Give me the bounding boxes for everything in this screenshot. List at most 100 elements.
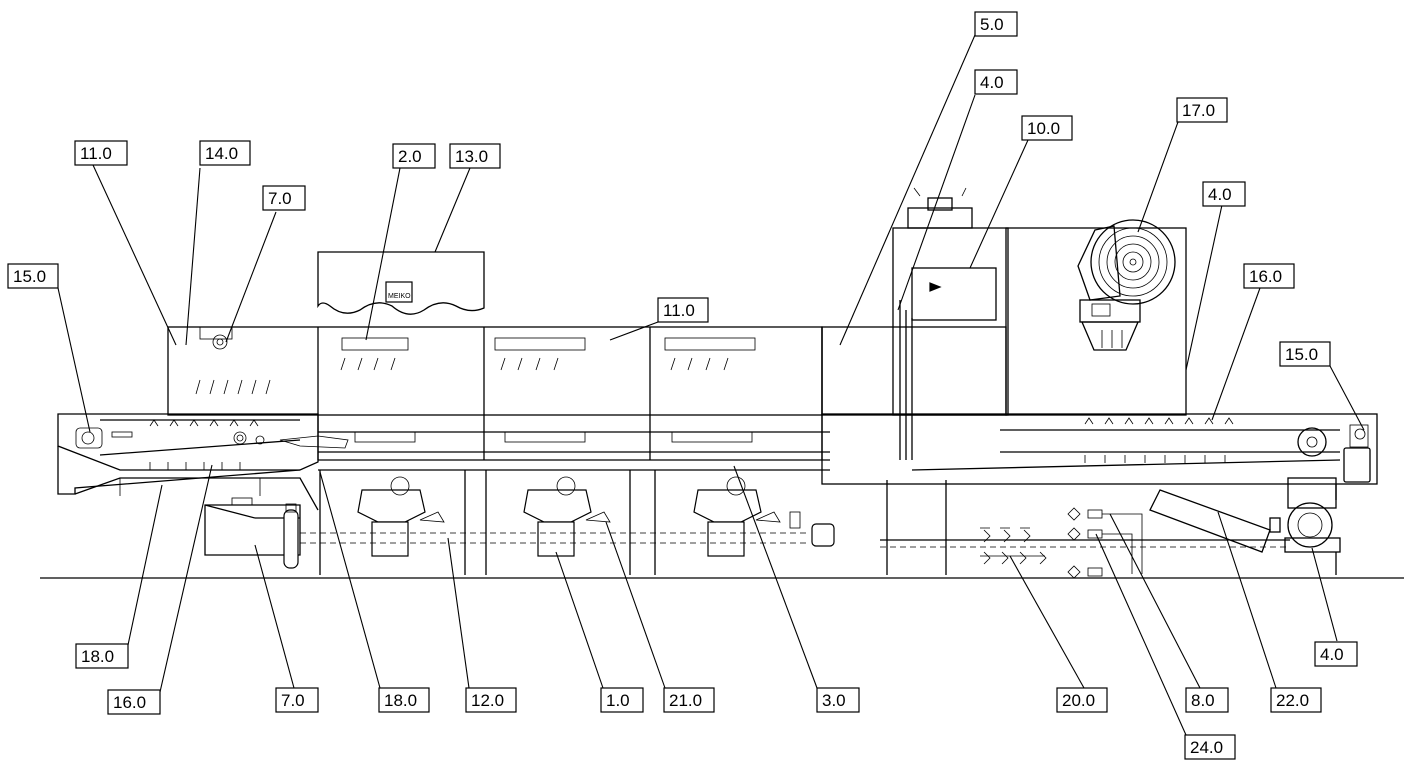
callout-5-0: 5.0 bbox=[974, 11, 1018, 37]
leader-11-0-left bbox=[92, 164, 177, 346]
callout-18-0-left: 18.0 bbox=[75, 643, 129, 669]
callout-text: 3.0 bbox=[822, 691, 846, 710]
callout-text: 4.0 bbox=[1208, 185, 1232, 204]
callout-15-0-left: 15.0 bbox=[7, 263, 59, 289]
callout-box bbox=[1270, 687, 1322, 713]
callout-text: 17.0 bbox=[1182, 101, 1215, 120]
leader-3-0 bbox=[733, 465, 818, 689]
leader-16-0-right bbox=[1211, 287, 1261, 421]
callout-text: 7.0 bbox=[268, 189, 292, 208]
callout-15-0-right: 15.0 bbox=[1279, 341, 1331, 367]
wash-pumps bbox=[357, 476, 835, 557]
leader-12-0 bbox=[447, 537, 470, 689]
callout-box bbox=[378, 687, 430, 713]
leader-8-0 bbox=[1109, 513, 1201, 689]
callout-21-0: 21.0 bbox=[663, 687, 715, 713]
callout-text: 7.0 bbox=[281, 691, 305, 710]
leader-22-0 bbox=[1217, 511, 1277, 689]
callout-text: 15.0 bbox=[13, 267, 46, 286]
callout-3-0: 3.0 bbox=[816, 687, 860, 713]
leader-18-0-left bbox=[127, 484, 163, 646]
callout-16-0-right: 16.0 bbox=[1243, 263, 1295, 289]
wash-housing bbox=[167, 326, 830, 471]
callout-text: 18.0 bbox=[81, 647, 114, 666]
callout-text: 16.0 bbox=[1249, 267, 1282, 286]
callout-text: 13.0 bbox=[455, 147, 488, 166]
leader-20-0 bbox=[1009, 555, 1085, 689]
brand-label: MEIKO bbox=[388, 293, 411, 300]
callout-8-0: 8.0 bbox=[1185, 687, 1229, 713]
callout-4-0-top: 4.0 bbox=[974, 69, 1018, 95]
callout-box bbox=[1185, 687, 1229, 713]
callout-box bbox=[75, 643, 129, 669]
leader-24-0 bbox=[1095, 533, 1187, 736]
callout-box bbox=[1314, 641, 1358, 667]
leader-11-0-mid bbox=[609, 321, 659, 341]
leader-18-0-mid bbox=[319, 471, 381, 689]
callout-box bbox=[449, 143, 501, 169]
callout-text: 4.0 bbox=[1320, 645, 1344, 664]
callout-4-0-right: 4.0 bbox=[1202, 181, 1246, 207]
leader-2-0 bbox=[365, 167, 401, 341]
callout-18-0-mid: 18.0 bbox=[378, 687, 430, 713]
callout-text: 18.0 bbox=[384, 691, 417, 710]
callout-text: 24.0 bbox=[1190, 738, 1223, 757]
callout-text: 16.0 bbox=[113, 693, 146, 712]
leader-13-0 bbox=[434, 167, 471, 253]
leader-21-0 bbox=[605, 521, 666, 689]
drive-motor bbox=[1284, 477, 1341, 575]
callout-text: 20.0 bbox=[1062, 691, 1095, 710]
unloading-conveyor-right bbox=[821, 413, 1378, 553]
callout-box bbox=[974, 69, 1018, 95]
leader-10-0 bbox=[969, 139, 1029, 269]
callout-box bbox=[1279, 341, 1331, 367]
spray-systems bbox=[195, 334, 756, 443]
leader-lines bbox=[57, 34, 1365, 736]
callout-7-0-bottom: 7.0 bbox=[275, 687, 319, 713]
callout-12-0: 12.0 bbox=[465, 687, 517, 713]
callout-box bbox=[1176, 97, 1228, 123]
leader-15-0-right bbox=[1329, 365, 1365, 431]
callout-text: 12.0 bbox=[471, 691, 504, 710]
callout-text: 8.0 bbox=[1191, 691, 1215, 710]
callout-text: 10.0 bbox=[1027, 119, 1060, 138]
leader-15-0-left bbox=[57, 287, 91, 433]
callout-box bbox=[816, 687, 860, 713]
callout-labels: 5.0 4.0 10.0 17.0 11.0 14.0 2.0 13.0 7.0 4.0 15.0 1… bbox=[7, 11, 1358, 760]
dryer-housing bbox=[821, 187, 1187, 460]
callout-box bbox=[107, 689, 161, 715]
callout-box bbox=[1056, 687, 1108, 713]
callout-11-0-mid: 11.0 bbox=[657, 297, 709, 323]
leader-7-0-bottom bbox=[254, 544, 295, 689]
callout-text: 11.0 bbox=[80, 144, 112, 163]
callout-box bbox=[74, 140, 128, 166]
callout-7-0-top: 7.0 bbox=[262, 185, 306, 211]
callout-box bbox=[1202, 181, 1246, 207]
callout-10-0: 10.0 bbox=[1021, 115, 1073, 141]
callout-box bbox=[1243, 263, 1295, 289]
leader-1-0 bbox=[555, 551, 604, 689]
leader-14-0 bbox=[185, 167, 201, 346]
leader-16-0-left bbox=[159, 464, 213, 693]
callout-box bbox=[7, 263, 59, 289]
water-valves bbox=[980, 507, 1143, 579]
callout-text: 5.0 bbox=[980, 15, 1004, 34]
callout-text: 22.0 bbox=[1276, 691, 1309, 710]
callout-14-0: 14.0 bbox=[199, 140, 251, 166]
callout-box bbox=[1021, 115, 1073, 141]
callout-box bbox=[600, 687, 644, 713]
callout-box bbox=[199, 140, 251, 166]
loading-conveyor-left bbox=[57, 413, 349, 495]
callout-box bbox=[262, 185, 306, 211]
callout-text: 11.0 bbox=[663, 301, 695, 320]
dryer-fan bbox=[1077, 219, 1176, 351]
callout-13-0: 13.0 bbox=[449, 143, 501, 169]
callout-2-0: 2.0 bbox=[392, 143, 436, 169]
callout-16-0-left: 16.0 bbox=[107, 689, 161, 715]
callout-box bbox=[275, 687, 319, 713]
leader-17-0 bbox=[1137, 121, 1179, 233]
callout-text: 15.0 bbox=[1285, 345, 1318, 364]
callout-text: 21.0 bbox=[669, 691, 702, 710]
callout-22-0: 22.0 bbox=[1270, 687, 1322, 713]
